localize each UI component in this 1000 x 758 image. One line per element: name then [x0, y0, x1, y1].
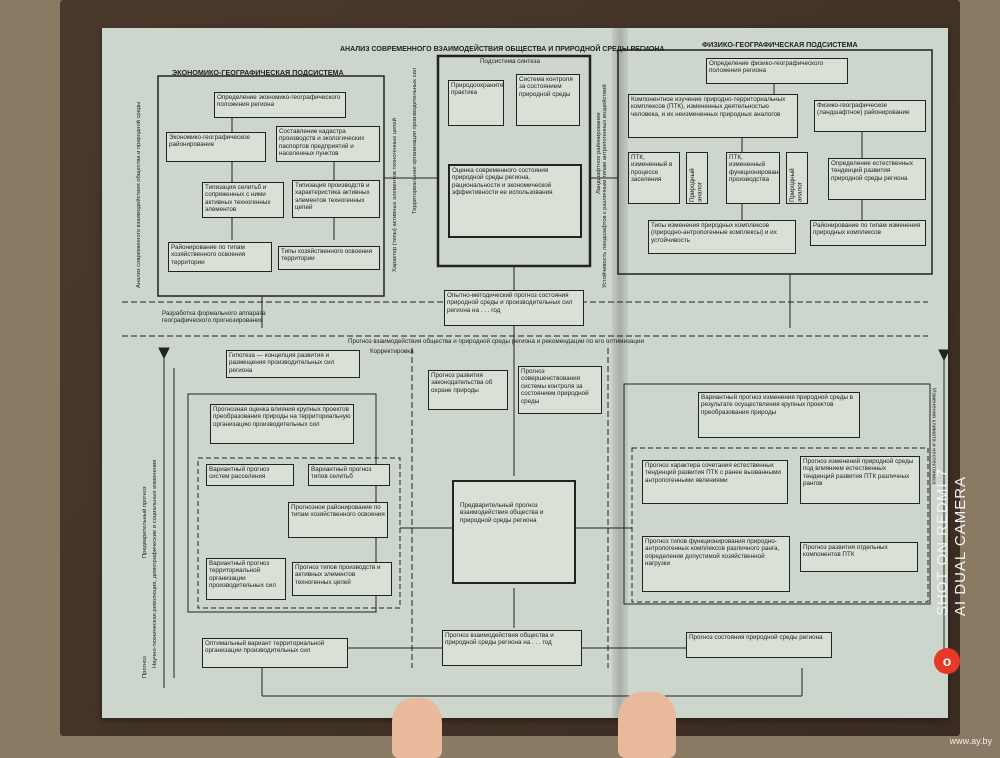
side-label-analysis: Анализ современного взаимодействия общес…: [136, 101, 142, 288]
econ-box-5: Типизация производств и характеристика а…: [292, 180, 380, 218]
functioning-forecast-box: Прогноз типов функционирования природно-…: [642, 536, 790, 592]
econ-box-2: Экономико-географическое районирование: [166, 132, 266, 162]
source-label: www.ay.by: [949, 736, 992, 746]
phys-box-4: ПТК, измененный в процессе заселения: [628, 152, 680, 204]
experimental-forecast-box: Опытно-методический прогноз состояния пр…: [444, 290, 584, 326]
phys-box-8: Определение естественных тенденций разви…: [828, 158, 926, 200]
formal-apparatus-label: Разработка формального аппарата географи…: [162, 310, 266, 325]
synth-subsystem-title: Подсистема синтеза: [480, 58, 540, 65]
side-label-ntr: Научно-техническая революция, демографич…: [152, 459, 158, 668]
right-thumb: [618, 692, 676, 758]
prelim-interaction-box: Предварительный прогноз взаимодействия о…: [452, 480, 576, 584]
correction-label: Корректировка: [370, 348, 414, 355]
econ-box-3: Составление кадастра производств и эколо…: [276, 126, 380, 162]
synth-box-2: Система контроля за состоянием природной…: [516, 74, 580, 126]
phys-box-3: Физико-географическое (ландшафтное) райо…: [814, 100, 926, 132]
phys-box-7: Природный аналог: [786, 152, 808, 204]
diagram-title: АНАЛИЗ СОВРЕМЕННОГО ВЗАИМОДЕЙСТВИЯ ОБЩЕС…: [340, 46, 665, 53]
phys-box-6: ПТК, измененный функционированием произв…: [726, 152, 780, 204]
final-interaction-box: Прогноз взаимодействия общества и природ…: [442, 630, 582, 666]
side-label-forecast: Прогноз: [142, 656, 148, 678]
territorial-forecast-box: Вариантный прогноз территориальной орган…: [206, 558, 286, 600]
side-label-elements: Характер (типы) активных элементов техно…: [392, 118, 398, 272]
phys-box-1: Определение физико-географического полож…: [706, 58, 848, 84]
phys-box-5: Природный аналог: [686, 152, 708, 204]
econ-subsystem-title: ЭКОНОМИКО-ГЕОГРАФИЧЕСКАЯ ПОДСИСТЕМА: [172, 68, 344, 77]
impact-forecast-box: Прогнозная оценка влияния крупных проект…: [210, 404, 354, 444]
component-forecast-box: Прогноз развития отдельных компонентов П…: [800, 542, 918, 572]
hypothesis-box: Гипотеза — концепция развития и размещен…: [226, 350, 360, 378]
diagram-lines: [122, 49, 948, 697]
left-thumb: [392, 698, 442, 758]
camera-logo: o: [934, 648, 960, 674]
phys-subsystem-title: ФИЗИКО-ГЕОГРАФИЧЕСКАЯ ПОДСИСТЕМА: [702, 40, 858, 49]
synth-box-1: Природоохранительная практика: [448, 80, 504, 126]
legislation-forecast-box: Прогноз развития законодательства об охр…: [428, 370, 508, 410]
production-forecast-box: Прогноз типов производств и активных эле…: [292, 562, 392, 596]
side-label-climate: Изменения климата и неотектоника: [930, 388, 937, 485]
econ-box-7: Типы хозяйственного освоения территории: [278, 246, 380, 270]
phys-box-10: Районирование по типам изменения природн…: [810, 220, 926, 246]
book-page: АНАЛИЗ СОВРЕМЕННОГО ВЗАИМОДЕЙСТВИЯ ОБЩЕС…: [102, 28, 948, 718]
control-forecast-box: Прогноз совершенствования системы контро…: [518, 366, 602, 414]
synth-box-3: Оценка современного состояния природной …: [448, 164, 582, 238]
selitba-forecast-box: Вариантный прогноз типов селитьб: [308, 464, 390, 486]
environment-state-box: Прогноз состояния природной среды регион…: [686, 632, 832, 658]
econ-box-1: Определение экономико-географического по…: [214, 92, 346, 118]
settlement-forecast-box: Вариантный прогноз систем расселения: [206, 464, 294, 486]
side-label-territory: Территориальная организация производител…: [412, 67, 418, 214]
phys-box-9: Типы изменения природных комплексов (при…: [648, 220, 796, 254]
project-change-forecast-box: Вариантный прогноз изменения природной с…: [698, 392, 860, 438]
forecast-zoning-box: Прогнозное районирование по типам хозяйс…: [288, 502, 388, 538]
side-label-stability: Устойчивость ландшафтов к различным типа…: [602, 84, 608, 288]
side-label-prelim: Предварительный прогноз: [142, 486, 148, 558]
forecast-section-title: Прогноз взаимодействия общества и природ…: [348, 338, 645, 345]
optimal-variant-box: Оптимальный вариант территориальной орга…: [202, 638, 348, 668]
econ-box-4: Типизация селитьб и сопряженных с ними а…: [202, 182, 284, 218]
trend-combination-box: Прогноз характера сочетания естественных…: [642, 460, 788, 504]
natural-trend-box: Прогноз изменений природной среды под вл…: [800, 456, 920, 504]
phys-box-2: Компонентное изучение природно-территори…: [628, 94, 798, 138]
econ-box-6: Районирование по типам хозяйственного ос…: [168, 242, 272, 272]
